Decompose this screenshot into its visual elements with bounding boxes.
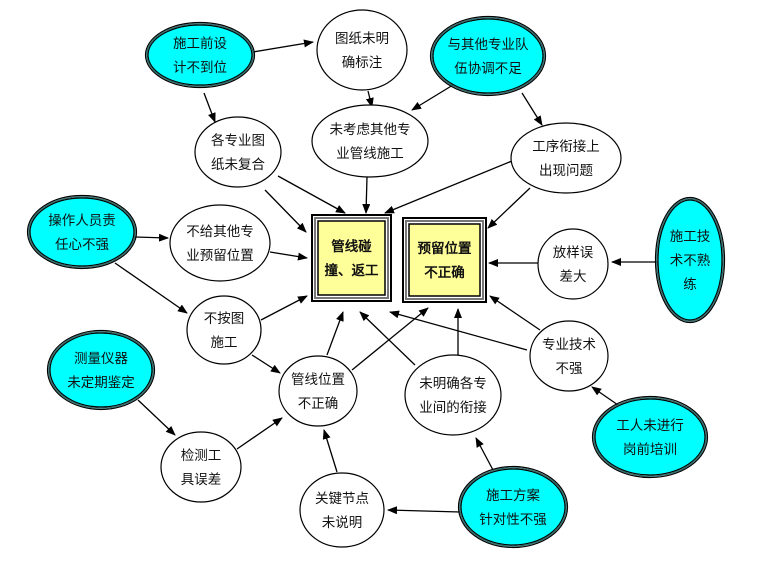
arrow-connector bbox=[264, 189, 307, 233]
node-label: 不按图 bbox=[204, 311, 245, 327]
node-label: 业预留位置 bbox=[186, 248, 254, 264]
node-label: 撞、返工 bbox=[325, 262, 379, 279]
arrow-connector bbox=[236, 417, 283, 450]
node-label: 差大 bbox=[560, 269, 587, 285]
arrow-connector bbox=[260, 295, 308, 321]
node-label: 管线位置 bbox=[291, 372, 345, 388]
node-label: 工序衔接上 bbox=[532, 138, 600, 155]
node-label: 具误差 bbox=[181, 472, 222, 488]
node-label: 业间的衔接 bbox=[419, 399, 487, 416]
node-label: 不给其他专 bbox=[186, 224, 254, 240]
node-label: 未定期鉴定 bbox=[67, 375, 135, 391]
arrow-connector bbox=[362, 176, 371, 214]
node-label: 放样误 bbox=[553, 245, 594, 261]
node-label: 未说明 bbox=[322, 515, 363, 531]
arrow-connector bbox=[591, 386, 619, 406]
node-label: 未考虑其他专 bbox=[330, 122, 411, 138]
arrow-connector bbox=[487, 187, 531, 229]
node-label: 不正确 bbox=[424, 264, 465, 281]
node-label: 测量仪器 bbox=[74, 351, 128, 367]
node-label: 施工方案 bbox=[486, 487, 540, 504]
node-label: 不正确 bbox=[298, 396, 339, 412]
node-label: 专业技术 bbox=[542, 337, 596, 353]
node-label: 预留位置 bbox=[418, 240, 472, 257]
arrow-connector bbox=[269, 251, 308, 261]
node-label: 检测工 bbox=[181, 448, 222, 464]
arrow-connector bbox=[475, 437, 494, 471]
node-label: 练 bbox=[683, 277, 697, 293]
node-label: 纸未复合 bbox=[211, 156, 265, 173]
arrow-connector bbox=[114, 262, 188, 314]
arrow-connector bbox=[351, 307, 429, 371]
node-label: 确标注 bbox=[342, 55, 383, 71]
arrow-connector bbox=[384, 160, 513, 214]
arrow-connector bbox=[203, 92, 216, 123]
node-label: 未明确各专 bbox=[419, 376, 487, 392]
node-label: 施工 bbox=[211, 335, 238, 351]
arrow-connector bbox=[521, 92, 543, 126]
node-label: 针对性不强 bbox=[479, 512, 547, 528]
node-label: 任心不强 bbox=[55, 237, 109, 253]
node-label: 与其他专业队 bbox=[448, 37, 529, 53]
node-label: 施工前设 bbox=[173, 35, 227, 52]
node-label: 操作人员责 bbox=[48, 213, 116, 229]
arrow-connector bbox=[411, 84, 454, 111]
node-label: 岗前培训 bbox=[623, 441, 677, 458]
node-label: 关键节点 bbox=[315, 491, 369, 507]
arrow-connector bbox=[365, 90, 374, 108]
node-label: 工人未进行 bbox=[616, 418, 684, 434]
arrow-connector bbox=[251, 354, 281, 374]
arrow-connector bbox=[322, 429, 338, 473]
arrow-connector bbox=[359, 311, 416, 366]
node-label: 各专业图 bbox=[211, 133, 265, 149]
node-label: 业管线施工 bbox=[336, 146, 404, 162]
arrow-connector bbox=[137, 399, 176, 436]
node-label: 管线碰 bbox=[331, 238, 372, 255]
arrow-connector bbox=[134, 233, 169, 242]
node-label: 施工技 bbox=[670, 229, 711, 245]
node-label: 计不到位 bbox=[173, 60, 227, 76]
node-label: 不强 bbox=[556, 361, 584, 377]
arrow-connector bbox=[489, 295, 541, 331]
arrow-connector bbox=[387, 506, 461, 515]
node-label: 出现问题 bbox=[539, 163, 593, 179]
node-label: 伍协调不足 bbox=[454, 61, 522, 77]
node-label: 图纸未明 bbox=[335, 31, 389, 47]
node-label: 术不熟 bbox=[670, 253, 711, 269]
arrow-connector bbox=[326, 311, 344, 356]
arrow-connector bbox=[277, 175, 346, 214]
arrow-connector bbox=[252, 39, 314, 53]
